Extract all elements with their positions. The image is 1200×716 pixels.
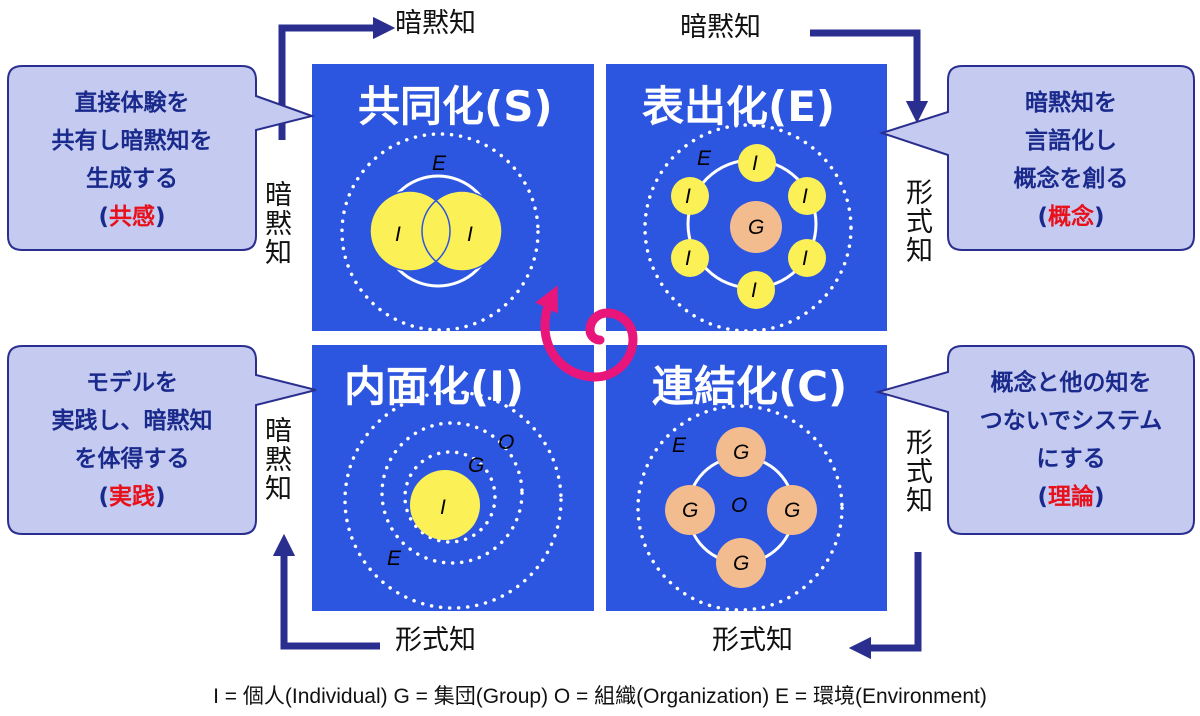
individual-label-left: I: [395, 223, 401, 246]
environment-circle: [643, 123, 853, 333]
externalization-figure: G I I I I I I E: [643, 123, 853, 333]
callout-line: つないでシステム: [979, 408, 1163, 434]
group-label: G: [733, 441, 749, 464]
individual-label: I: [685, 247, 691, 270]
env-label-i: E: [387, 547, 402, 570]
callout-keyword-line: (共感): [98, 204, 166, 230]
environment-circle: [340, 132, 540, 332]
individual-label: I: [752, 152, 758, 175]
quadrant-title-c: 連結化(C): [652, 362, 848, 411]
callout-keyword: 理論: [1048, 484, 1094, 510]
callout-line: 生成する: [86, 166, 178, 192]
callout-keyword: 実践: [109, 484, 155, 510]
group-circle: [403, 450, 497, 544]
callout-line: 言語化し: [1025, 128, 1117, 154]
axis-label-top-right: 暗黙知: [680, 12, 761, 43]
axis-label-right-bottom: 形式知: [901, 428, 932, 515]
individual-circle: [410, 470, 480, 540]
environment-circle: [636, 404, 844, 612]
callout-bubble-e: [878, 65, 1195, 251]
callout-socialization: 直接体験を 共有し暗黙知を 生成する (共感): [8, 84, 256, 236]
callout-keyword-line: (実践): [98, 484, 166, 510]
callout-keyword-line: (理論): [1037, 484, 1105, 510]
flow-arrows: [272, 16, 929, 660]
callout-line: 共有し暗黙知を: [51, 128, 213, 154]
group-label: G: [733, 552, 749, 575]
callout-line: を体得する: [74, 446, 190, 472]
environment-circle: [343, 390, 563, 610]
individual-label: I: [440, 496, 446, 519]
group-circle: [730, 201, 782, 253]
individual-circle-left-outline: [369, 190, 451, 272]
callout-bubble-i: [7, 345, 317, 535]
callout-line: 実践し、暗黙知: [51, 408, 213, 434]
arrow-bottom-left: [272, 533, 380, 650]
callout-line: 直接体験を: [74, 90, 190, 116]
axis-label-left-top: 暗黙知: [260, 180, 291, 267]
group-label: G: [682, 499, 698, 522]
callout-line: 概念を創る: [1013, 166, 1129, 192]
env-label-e: E: [697, 147, 712, 170]
individual-circle-right: [422, 191, 502, 271]
callout-keyword: 概念: [1048, 204, 1094, 230]
callout-keyword: 共感: [109, 204, 155, 230]
callout-keyword-line: (概念): [1037, 204, 1105, 230]
callout-combination: 概念と他の知を つないでシステム にする (理論): [948, 364, 1194, 516]
callout-line: 概念と他の知を: [990, 370, 1152, 396]
callout-bubble-c: [874, 345, 1195, 535]
callout-externalization: 暗黙知を 言語化し 概念を創る (概念): [948, 84, 1194, 236]
callout-line: モデルを: [86, 370, 178, 396]
env-label-s: E: [432, 152, 447, 175]
axis-label-bottom-left: 形式知: [395, 625, 476, 656]
quadrant-title-i: 内面化(I): [344, 362, 525, 411]
axis-label-left-bottom: 暗黙知: [260, 416, 291, 503]
spiral-arrow-icon: [535, 285, 638, 382]
group-label: G: [748, 216, 764, 239]
legend: I = 個人(Individual) G = 集団(Group) O = 組織(…: [213, 685, 987, 708]
individual-label: I: [685, 185, 691, 208]
env-label-c: E: [672, 434, 687, 457]
organization-circle: [380, 421, 524, 565]
group-label: G: [784, 499, 800, 522]
individual-circles: [671, 144, 826, 309]
individual-label: I: [802, 185, 808, 208]
arrow-top-right: [810, 29, 929, 124]
internalization-figure: I G O E: [343, 390, 563, 610]
socialization-figure: E I I: [340, 132, 540, 332]
axis-label-right-top: 形式知: [901, 178, 932, 265]
callout-bubble-s: [7, 65, 316, 251]
individual-circle-right-outline: [421, 190, 503, 272]
org-label: O: [731, 494, 747, 517]
callout-internalization: モデルを 実践し、暗黙知 を体得する (実践): [8, 364, 256, 516]
axis-label-bottom-right: 形式知: [712, 625, 793, 656]
individual-label: I: [751, 279, 757, 302]
individual-label: I: [802, 247, 808, 270]
axis-label-top-left: 暗黙知: [395, 8, 476, 39]
group-label: G: [468, 454, 484, 477]
callout-line: 暗黙知を: [1025, 90, 1117, 116]
arrow-bottom-right: [848, 552, 922, 660]
callout-line: にする: [1036, 446, 1106, 472]
arrow-top-left: [278, 16, 396, 140]
individual-label-right: I: [467, 223, 473, 246]
quadrant-title-e: 表出化(E): [642, 82, 836, 131]
combination-figure: G G G G O E: [636, 404, 844, 612]
org-label: O: [498, 431, 514, 454]
quadrant-title-s: 共同化(S): [358, 82, 553, 131]
